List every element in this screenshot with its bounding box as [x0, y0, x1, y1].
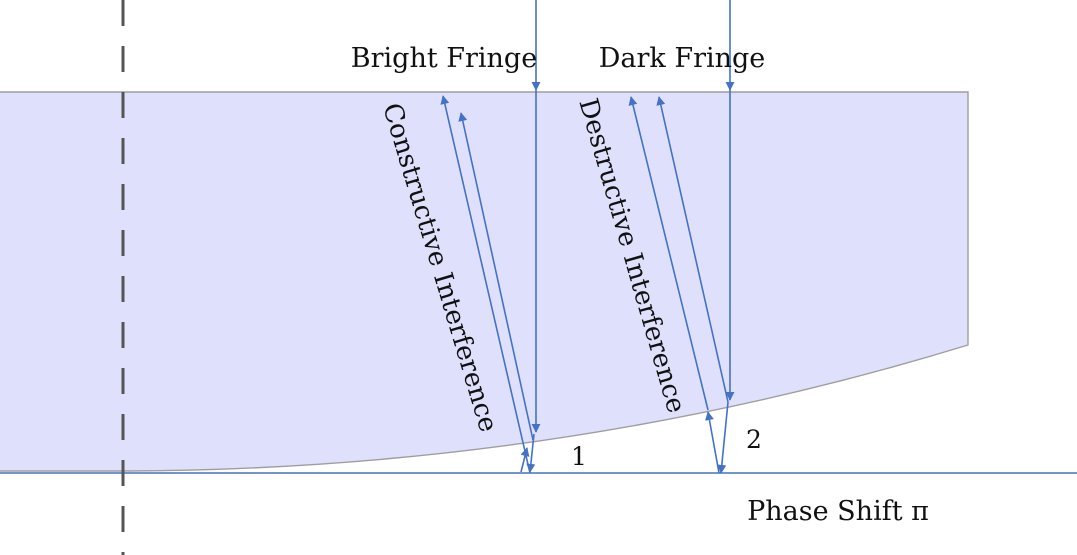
bright-fringe-label: Bright Fringe: [351, 43, 537, 74]
point-2-label: 2: [746, 425, 762, 454]
bright-reflected-ray-plate: [440, 95, 531, 474]
dark-reflected-ray-lens: [656, 96, 729, 403]
bright-gap-ray: [526, 433, 536, 473]
bright-reflected-ray-lens: [458, 112, 534, 441]
point-1-label: 1: [571, 442, 587, 471]
dark-return-ray: [705, 411, 720, 474]
lens-body: [0, 92, 968, 471]
dark-fringe-label: Dark Fringe: [599, 43, 766, 74]
lens-outline: [0, 91, 969, 472]
dark-gap-ray: [717, 401, 729, 474]
dark-reflected-ray-plate: [628, 96, 709, 411]
bright-return-ray: [520, 447, 530, 473]
phase-shift-label: Phase Shift π: [747, 496, 929, 527]
